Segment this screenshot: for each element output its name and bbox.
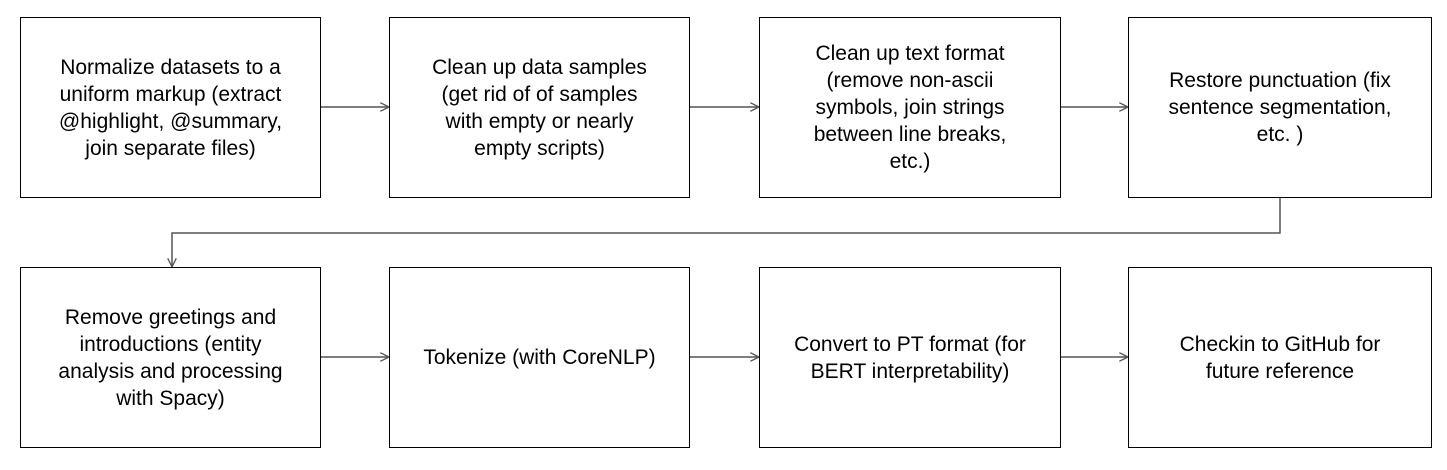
step-label: Tokenize (with CoreNLP) [423,346,656,369]
step-label: Clean up data samples (get rid of of sam… [432,55,647,160]
step-normalize-datasets: Normalize datasets to a uniform markup (… [20,17,321,198]
step-label: Restore punctuation (fix sentence segmen… [1168,69,1392,146]
step-label: Clean up text format (remove non-ascii s… [813,42,1007,173]
step-restore-punctuation: Restore punctuation (fix sentence segmen… [1128,17,1432,198]
step-checkin-github: Checkin to GitHub for future reference [1128,267,1432,448]
step-tokenize: Tokenize (with CoreNLP) [389,267,690,448]
step-clean-text-format: Clean up text format (remove non-ascii s… [759,17,1061,198]
step-remove-greetings: Remove greetings and introductions (enti… [20,267,321,448]
step-label: Remove greetings and introductions (enti… [58,305,283,410]
step-label: Normalize datasets to a uniform markup (… [58,55,283,160]
step-convert-pt-format: Convert to PT format (for BERT interpret… [759,267,1061,448]
step-label: Checkin to GitHub for future reference [1179,332,1381,383]
step-label: Convert to PT format (for BERT interpret… [794,332,1026,383]
step-clean-data-samples: Clean up data samples (get rid of of sam… [389,17,690,198]
arrow-step4-to-step5 [172,198,1281,266]
